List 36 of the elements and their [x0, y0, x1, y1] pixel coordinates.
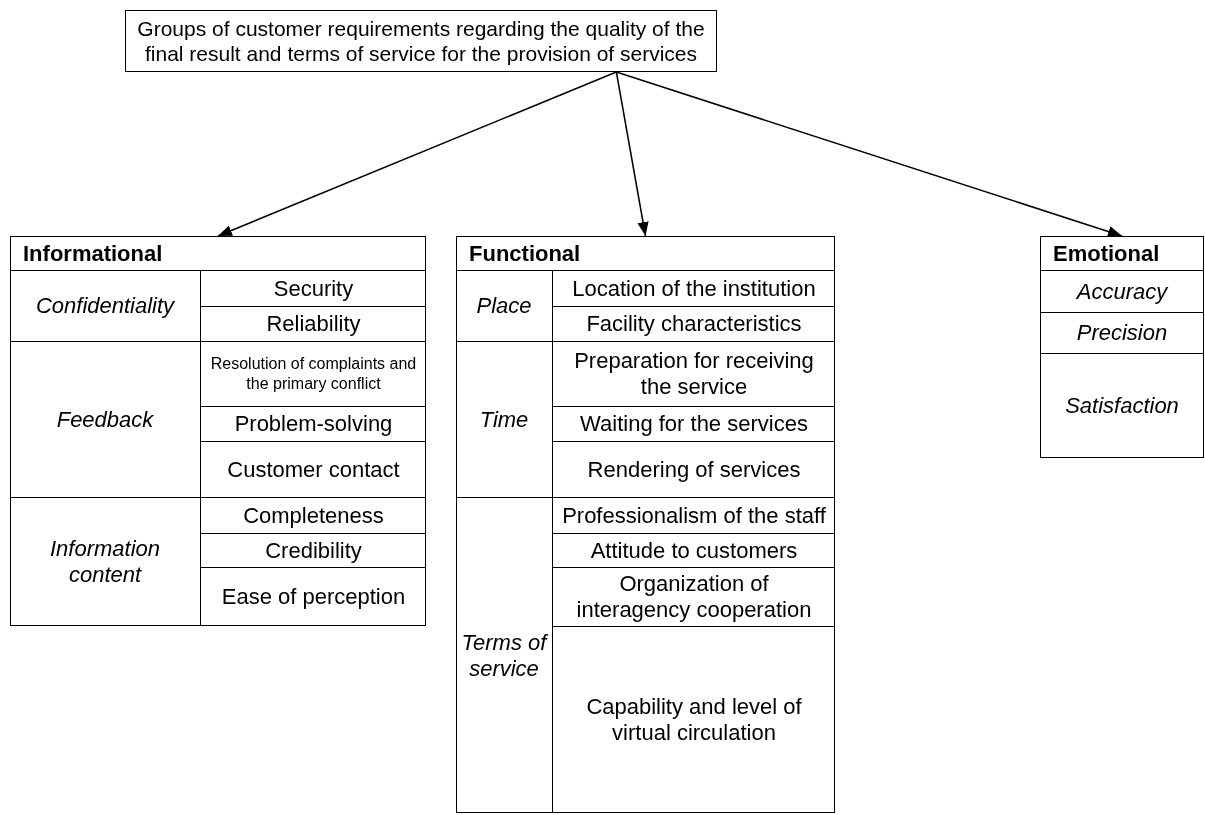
- requirement-cell: Satisfaction: [1040, 353, 1204, 458]
- subgroup-cell: Time: [456, 341, 552, 497]
- requirement-cell: Rendering of services: [552, 441, 835, 497]
- requirement-cell: Preparation for receiving the service: [552, 341, 835, 406]
- subgroup-cell: Confidentiality: [10, 270, 200, 341]
- requirement-cell: Capability and level of virtual circulation: [552, 626, 835, 813]
- table-heading: Emotional: [1053, 240, 1160, 268]
- subgroup-cell: Terms of service: [456, 497, 552, 813]
- requirement-cell: Attitude to customers: [552, 533, 835, 567]
- requirement-cell: Customer contact: [200, 441, 426, 497]
- subgroup-cell: Place: [456, 270, 552, 341]
- subgroup-cell: Information content: [10, 497, 200, 626]
- requirement-cell: Completeness: [200, 497, 426, 533]
- category-table: [456, 236, 835, 813]
- arrow: [615, 71, 1123, 237]
- requirement-cell: Organization of interagency cooperation: [552, 567, 835, 626]
- requirement-cell: Professionalism of the staff: [552, 497, 835, 533]
- category-table: [10, 236, 426, 626]
- arrow: [615, 71, 649, 237]
- requirement-cell: Ease of perception: [200, 567, 426, 626]
- subgroup-cell: Feedback: [10, 341, 200, 497]
- table-heading: Informational: [23, 240, 163, 268]
- requirement-cell: Problem-solving: [200, 406, 426, 441]
- table-heading: Functional: [469, 240, 581, 268]
- arrow: [217, 71, 618, 237]
- requirement-cell: Security: [200, 270, 426, 306]
- requirement-cell: Location of the institution: [552, 270, 835, 306]
- requirement-cell: Reliability: [200, 306, 426, 341]
- requirement-cell: Waiting for the services: [552, 406, 835, 441]
- requirement-cell: Accuracy: [1040, 270, 1204, 312]
- requirement-cell: Credibility: [200, 533, 426, 567]
- requirement-cell: Precision: [1040, 312, 1204, 353]
- category-table: [1040, 236, 1204, 458]
- requirement-cell: Resolution of complaints and the primary conflict: [200, 341, 426, 406]
- title-box: Groups of customer requirements regarding the quality of the final result and terms of service for the provision of services: [125, 10, 717, 72]
- requirement-cell: Facility characteristics: [552, 306, 835, 341]
